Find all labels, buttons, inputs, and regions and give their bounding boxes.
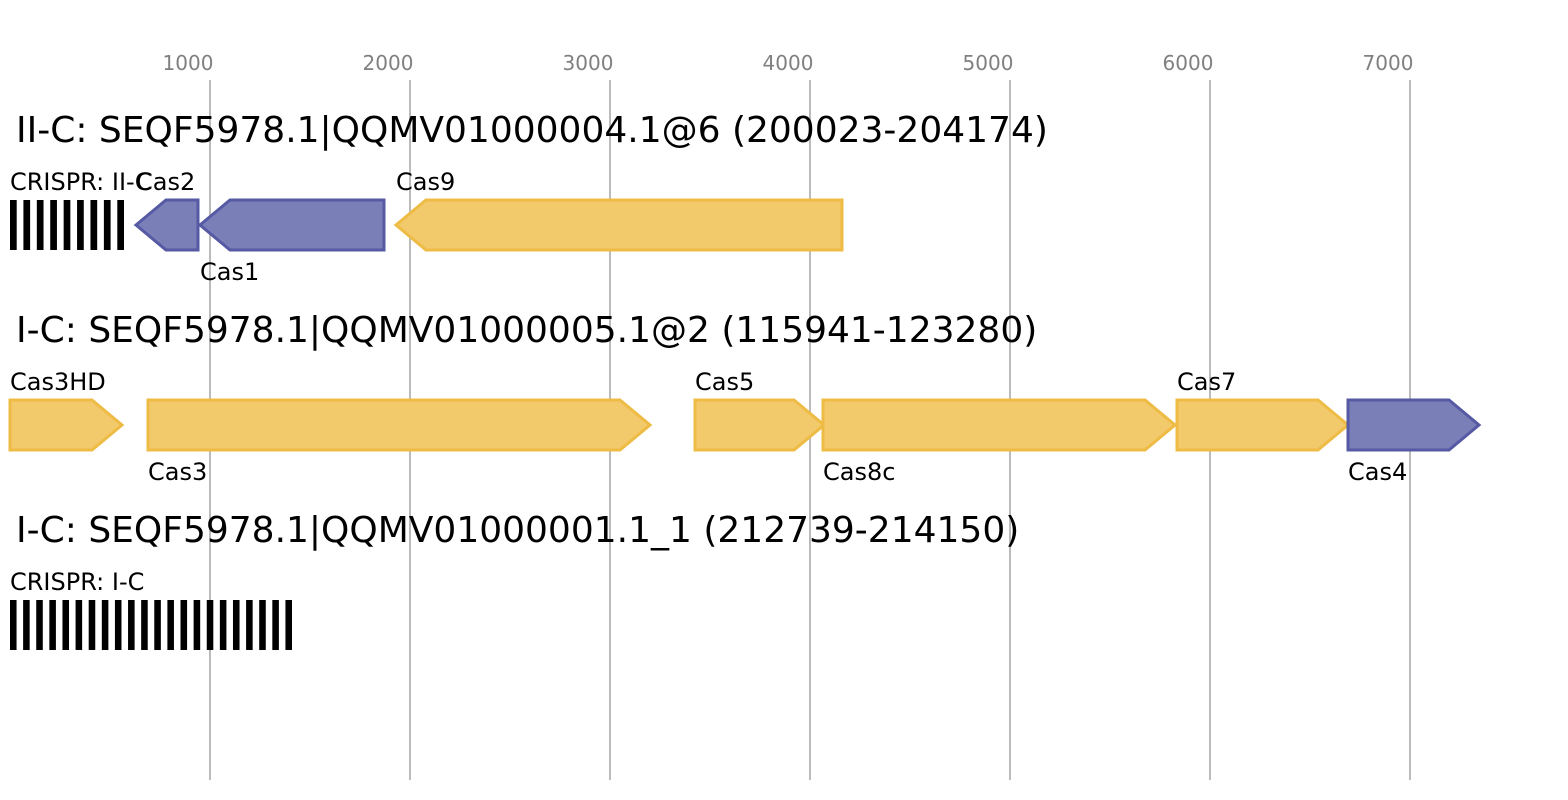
crispr-repeat <box>75 600 83 650</box>
crispr-repeat <box>114 600 122 650</box>
crispr-repeat <box>285 600 292 650</box>
gene-arrow <box>693 398 827 452</box>
axis-tick-label: 6000 <box>1163 51 1214 75</box>
locus-track: I-C: SEQF5978.1|QQMV01000005.1@2 (115941… <box>8 310 1482 486</box>
gene-arrow <box>8 398 125 452</box>
crispr-repeat <box>90 200 98 250</box>
crispr-repeat <box>62 600 70 650</box>
crispr-repeat <box>36 600 43 650</box>
position-axis: 1000 2000 3000 4000 5000 6000 7000 <box>163 51 1414 75</box>
crispr-repeat <box>77 200 84 250</box>
loci-tracks: II-C: SEQF5978.1|QQMV01000004.1@6 (20002… <box>8 110 1482 650</box>
gene-cas5: Cas5 <box>693 368 827 452</box>
axis-tick-label: 2000 <box>363 51 414 75</box>
gene-arrow <box>197 198 386 252</box>
gene-label: Cas5 <box>695 368 754 396</box>
crispr-repeat <box>259 600 266 650</box>
axis-tick-label: 4000 <box>763 51 814 75</box>
gene-label: Cas8c <box>823 458 895 486</box>
gene-cas3: Cas3 <box>146 398 653 486</box>
crispr-repeat <box>141 600 148 650</box>
gene-label: Cas3 <box>148 458 207 486</box>
locus-track: I-C: SEQF5978.1|QQMV01000001.1_1 (212739… <box>10 510 1019 650</box>
gene-arrow <box>1346 398 1482 452</box>
gene-cas4: Cas4 <box>1346 398 1482 486</box>
crispr-repeat <box>23 600 30 650</box>
gene-label: Cas7 <box>1177 368 1236 396</box>
gene-arrow <box>146 398 653 452</box>
locus-track: II-C: SEQF5978.1|QQMV01000004.1@6 (20002… <box>10 110 1048 286</box>
crispr-repeat <box>101 600 109 650</box>
crispr-repeat <box>88 600 96 650</box>
locus-title: II-C: SEQF5978.1|QQMV01000004.1@6 (20002… <box>16 110 1048 151</box>
gene-label: Cas4 <box>1348 458 1407 486</box>
gene-label: Cas3HD <box>10 368 106 396</box>
crispr-repeat <box>63 200 71 250</box>
crispr-repeat <box>180 600 188 650</box>
gene-label: Cas9 <box>396 168 455 196</box>
gene-cas1: Cas1 <box>197 198 386 286</box>
crispr-repeat <box>117 200 124 250</box>
crispr-repeat <box>50 200 57 250</box>
crispr-repeat <box>23 200 31 250</box>
gene-label: Cas1 <box>200 258 259 286</box>
gene-arrow <box>393 198 844 252</box>
crispr-label: CRISPR: II-C <box>10 168 151 196</box>
crispr-repeat <box>154 600 161 650</box>
crispr-repeat <box>193 600 201 650</box>
crispr-repeat <box>10 200 17 250</box>
gene-arrow <box>133 198 200 252</box>
gene-cas2: Cas2 <box>133 168 200 252</box>
gene-cas9: Cas9 <box>393 168 844 252</box>
crispr-repeat <box>36 200 44 250</box>
crispr-label: CRISPR: I-C <box>10 568 144 596</box>
crispr-repeat <box>49 600 56 650</box>
crispr-repeat <box>167 600 174 650</box>
crispr-repeat <box>272 600 279 650</box>
axis-tick-label: 5000 <box>963 51 1014 75</box>
gene-cas7: Cas7 <box>1175 368 1351 452</box>
crispr-repeat <box>246 600 253 650</box>
locus-title: I-C: SEQF5978.1|QQMV01000005.1@2 (115941… <box>16 310 1037 351</box>
crispr-repeat <box>232 600 240 650</box>
crispr-repeat <box>128 600 135 650</box>
crispr-repeat <box>10 600 17 650</box>
axis-tick-label: 3000 <box>563 51 614 75</box>
locus-title: I-C: SEQF5978.1|QQMV01000001.1_1 (212739… <box>16 510 1019 551</box>
gene-arrow <box>821 398 1178 452</box>
gene-cas3hd: Cas3HD <box>8 368 125 452</box>
gene-cas8c: Cas8c <box>821 398 1178 486</box>
crispr-array: CRISPR: II-C <box>10 168 151 250</box>
crispr-repeat <box>219 600 227 650</box>
crispr-repeat <box>103 200 111 250</box>
crispr-array: CRISPR: I-C <box>10 568 292 650</box>
axis-tick-label: 7000 <box>1363 51 1414 75</box>
gene-arrow <box>1175 398 1351 452</box>
crispr-repeat <box>206 600 214 650</box>
gene-label: Cas2 <box>136 168 195 196</box>
axis-tick-label: 1000 <box>163 51 214 75</box>
